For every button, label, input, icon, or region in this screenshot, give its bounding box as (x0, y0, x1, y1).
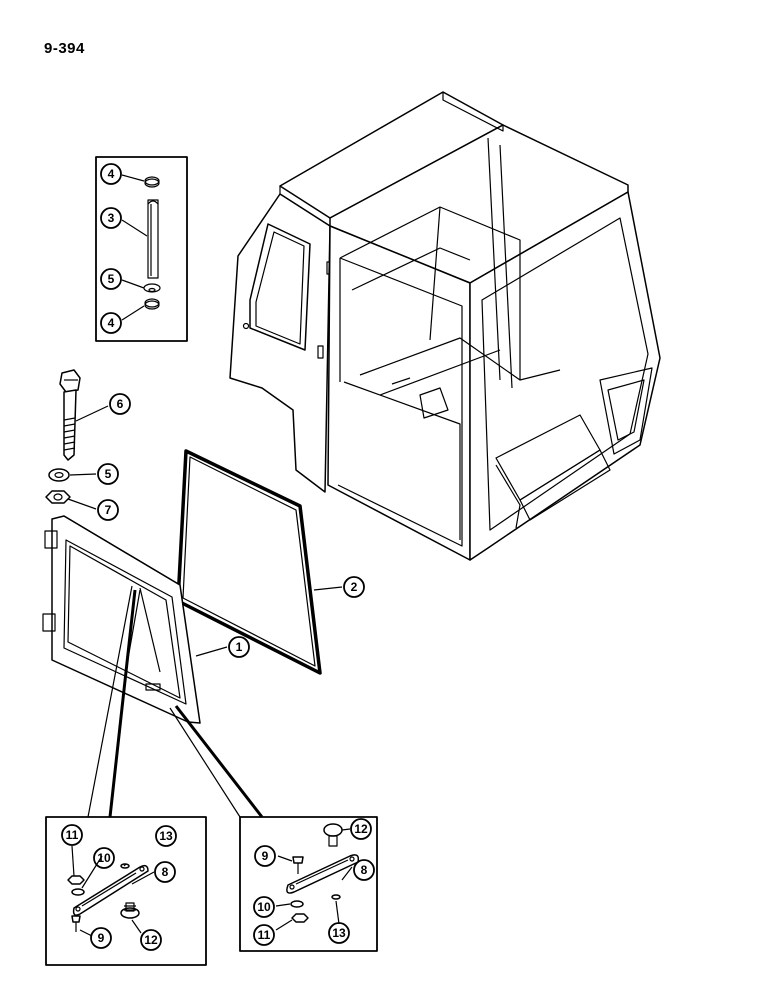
callout-1: 1 (228, 636, 250, 658)
svg-text:9: 9 (98, 931, 105, 945)
svg-text:5: 5 (105, 467, 112, 481)
svg-text:3: 3 (108, 211, 115, 225)
svg-text:12: 12 (144, 933, 158, 947)
callout-4-bottom: 4 (100, 312, 122, 334)
svg-text:12: 12 (354, 822, 368, 836)
callout-13-right: 13 (328, 922, 350, 944)
callout-2: 2 (343, 576, 365, 598)
callout-9-left: 9 (90, 927, 112, 949)
svg-text:11: 11 (66, 828, 79, 842)
callout-12-left: 12 (140, 929, 162, 951)
callout-4-top: 4 (100, 163, 122, 185)
callout-5-top: 5 (100, 268, 122, 290)
callout-3: 3 (100, 207, 122, 229)
door-frame (42, 515, 201, 724)
bolt-washer-nut (45, 369, 81, 504)
callout-10-left: 10 (93, 847, 115, 869)
svg-text:5: 5 (108, 272, 115, 286)
callout-13-left: 13 (155, 825, 177, 847)
page-number: 9-394 (44, 40, 85, 57)
svg-text:10: 10 (97, 851, 111, 865)
detail-box-right (239, 816, 378, 952)
callout-10-right: 10 (253, 896, 275, 918)
svg-text:11: 11 (258, 928, 271, 942)
inset-pin-box (95, 156, 188, 342)
glass-seal (176, 449, 322, 675)
callout-5-bottom: 5 (97, 463, 119, 485)
svg-text:8: 8 (361, 863, 368, 877)
svg-text:13: 13 (332, 926, 346, 940)
detail-box-left (45, 816, 207, 966)
callout-9-right: 9 (254, 845, 276, 867)
callout-7: 7 (97, 499, 119, 521)
svg-text:10: 10 (257, 900, 271, 914)
svg-text:8: 8 (162, 865, 169, 879)
svg-text:9: 9 (262, 849, 269, 863)
svg-text:4: 4 (108, 167, 115, 181)
callout-leaders (67, 174, 353, 937)
svg-text:6: 6 (117, 397, 124, 411)
svg-text:13: 13 (159, 829, 173, 843)
callout-11-right: 11 (253, 924, 275, 946)
callout-12-right: 12 (350, 818, 372, 840)
svg-text:7: 7 (105, 503, 112, 517)
cab-frame (229, 91, 661, 561)
svg-text:4: 4 (108, 316, 115, 330)
callout-8-right: 8 (353, 859, 375, 881)
callout-8-left: 8 (154, 861, 176, 883)
callout-11-left: 11 (61, 824, 83, 846)
svg-text:2: 2 (351, 580, 358, 594)
callout-labels: 4 3 5 4 6 5 7 2 1 11 10 13 8 9 12 12 9 8… (61, 163, 375, 951)
svg-text:1: 1 (236, 640, 243, 654)
callout-6: 6 (109, 393, 131, 415)
detail-connector-lines (87, 585, 264, 818)
